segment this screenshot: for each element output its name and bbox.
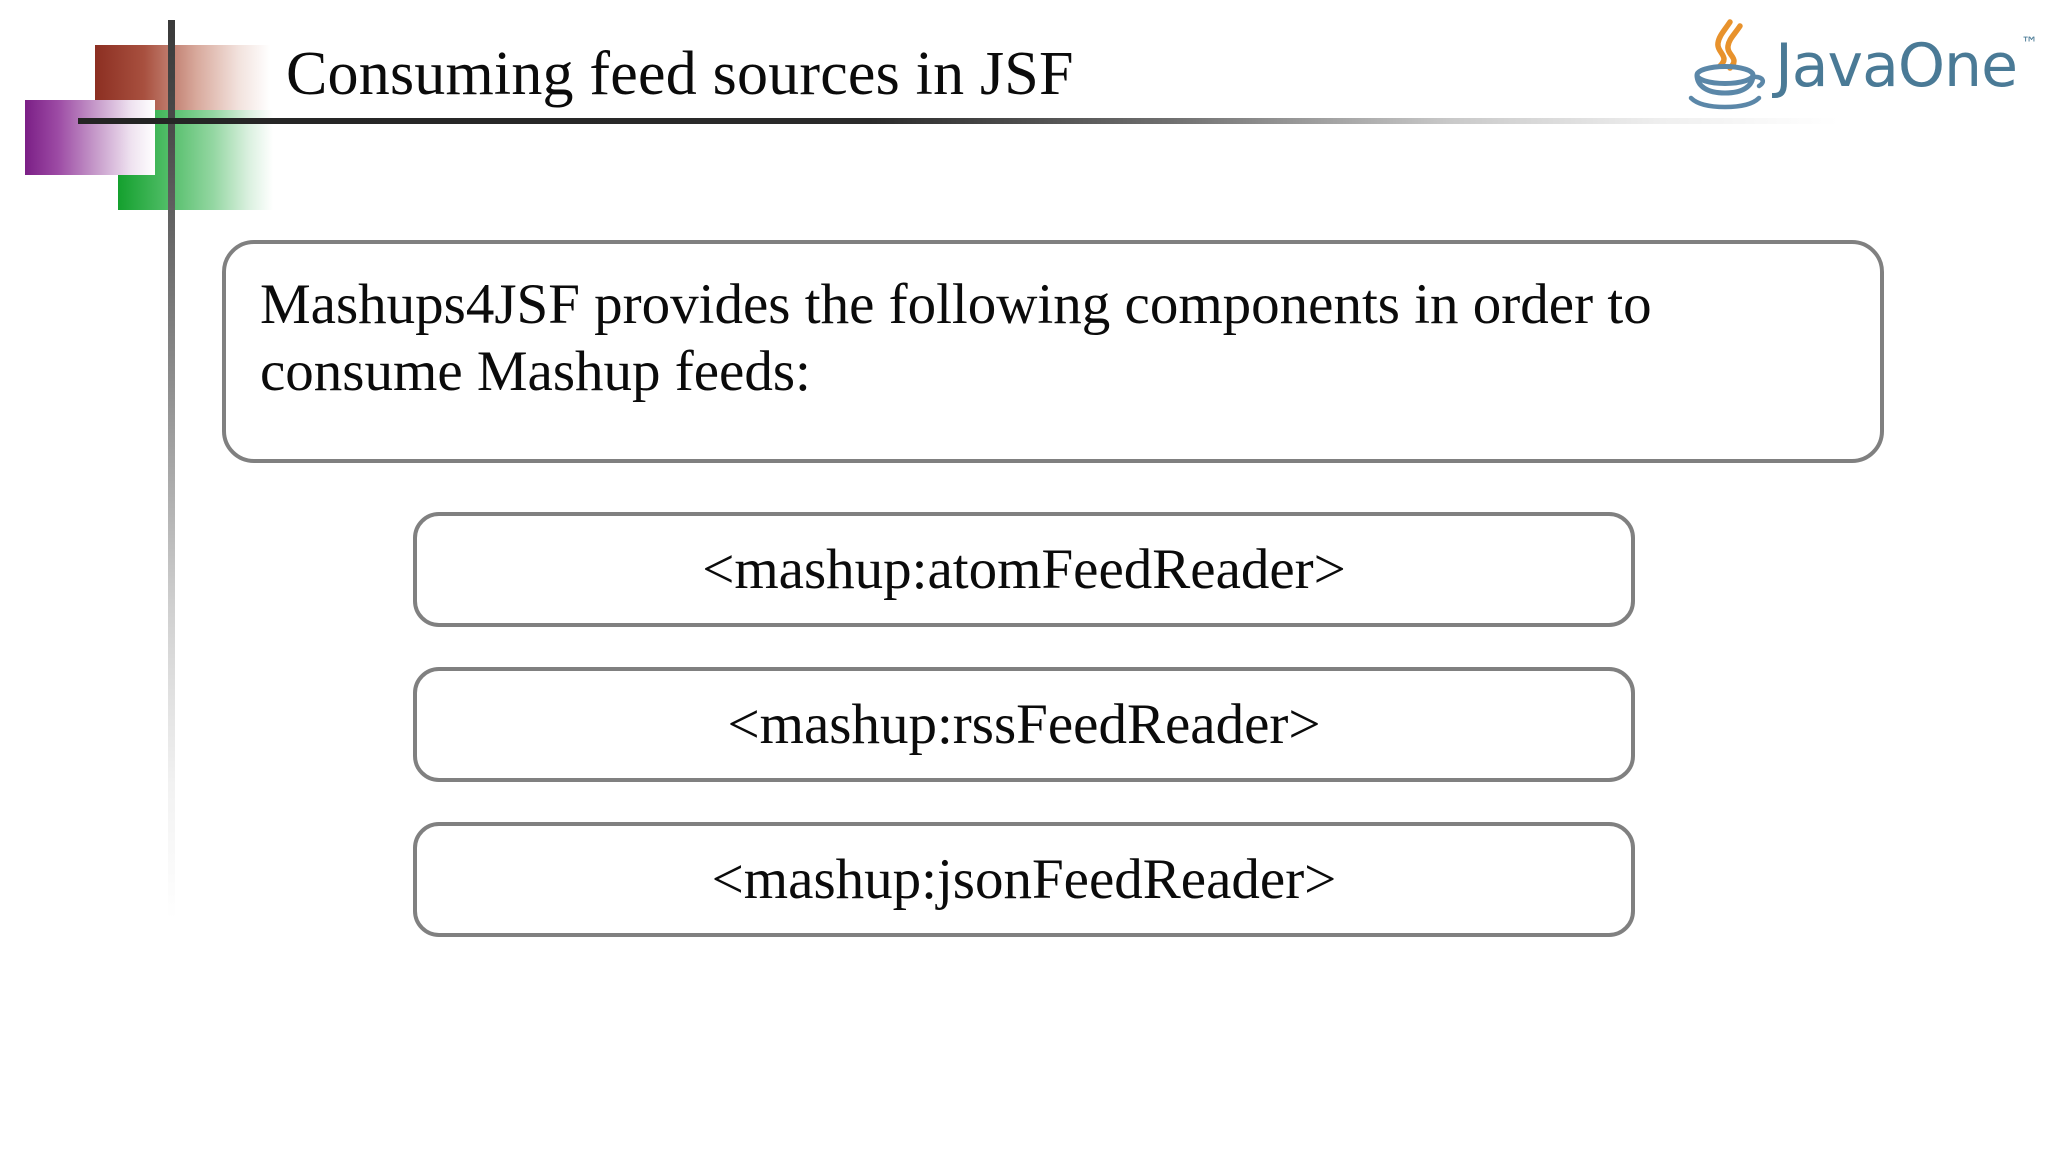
- component-label: <mashup:jsonFeedReader>: [711, 848, 1337, 911]
- component-box-atom-feed-reader: <mashup:atomFeedReader>: [413, 512, 1635, 627]
- trademark-symbol: ™: [2021, 34, 2038, 54]
- intro-text: Mashups4JSF provides the following compo…: [260, 273, 1652, 403]
- component-label: <mashup:atomFeedReader>: [702, 538, 1346, 601]
- component-box-rss-feed-reader: <mashup:rssFeedReader>: [413, 667, 1635, 782]
- decor-horizontal-rule: [78, 118, 1838, 124]
- javaone-logo: JavaOne ™: [1683, 16, 2038, 116]
- javaone-wordmark: JavaOne: [1775, 31, 2018, 101]
- intro-text-box: Mashups4JSF provides the following compo…: [222, 240, 1884, 463]
- decor-purple-swatch: [25, 100, 155, 175]
- component-box-json-feed-reader: <mashup:jsonFeedReader>: [413, 822, 1635, 937]
- decor-vertical-rule: [168, 20, 175, 920]
- java-coffee-cup-icon: [1683, 18, 1769, 115]
- page-title: Consuming feed sources in JSF: [286, 40, 1074, 108]
- component-label: <mashup:rssFeedReader>: [727, 693, 1321, 756]
